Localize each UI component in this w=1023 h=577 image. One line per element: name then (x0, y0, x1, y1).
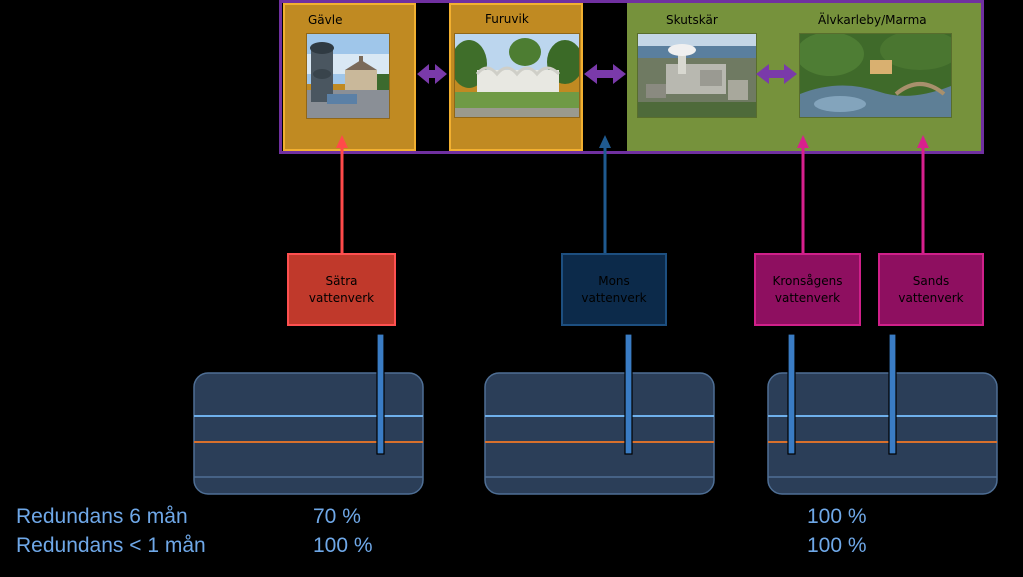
gavle-photo-image (307, 34, 389, 118)
aquifer-2 (484, 372, 715, 495)
plant-sands-name: Sands (912, 273, 950, 288)
well-kronsagen (787, 333, 796, 455)
plant-satra-name: Sätra (325, 273, 358, 288)
furuvik-photo (454, 33, 580, 118)
redundancy-6-months-group-3: 100 % (807, 505, 867, 528)
furuvik-photo-image (455, 34, 579, 117)
skutskar-title: Skutskär (666, 13, 718, 27)
skutskar-photo (637, 33, 757, 118)
plant-kronsagen-type: vattenverk (774, 290, 841, 305)
redundancy-6-months-label: Redundans 6 mån (16, 505, 188, 528)
supply-arrow-kronsagen (797, 135, 809, 253)
well-mons (624, 333, 633, 455)
alvkarleby-photo (799, 33, 952, 118)
aquifer-3 (767, 372, 998, 495)
plant-mons-type: vattenverk (581, 290, 647, 305)
connection-arrow-gavle-furuvik (417, 64, 447, 84)
region-frame (279, 0, 984, 154)
plant-sands-type: vattenverk (898, 290, 964, 305)
plant-mons: Mons vattenverk (561, 253, 667, 326)
aquifer-1 (193, 372, 424, 495)
supply-arrow-mons (599, 135, 611, 253)
connection-arrow-furuvik-skutskar (584, 64, 626, 84)
well-sands (888, 333, 897, 455)
redundancy-1-month-label: Redundans < 1 mån (16, 534, 206, 557)
supply-arrow-satra (336, 135, 348, 253)
alvkarleby-title: Älvkarleby/Marma (818, 13, 927, 27)
plant-mons-name: Mons (598, 273, 630, 288)
alvkarleby-photo-image (800, 34, 951, 117)
plant-satra: Sätra vattenverk (287, 253, 396, 326)
plant-sands: Sands vattenverk (878, 253, 984, 326)
supply-arrow-sands (917, 135, 929, 253)
gavle-photo (306, 33, 390, 119)
skutskar-photo-image (638, 34, 756, 117)
redundancy-1-month-group-3: 100 % (807, 534, 867, 557)
redundancy-1-month-group-1: 100 % (313, 534, 373, 557)
plant-satra-type: vattenverk (308, 290, 375, 305)
gavle-title: Gävle (308, 13, 343, 27)
redundancy-6-months-group-1: 70 % (313, 505, 361, 528)
gavle-panel (283, 3, 416, 151)
plant-kronsagen: Kronsågens vattenverk (754, 253, 861, 326)
furuvik-title: Furuvik (485, 12, 529, 26)
well-satra (376, 333, 385, 455)
plant-kronsagen-name: Kronsågens (772, 273, 843, 288)
connection-arrow-skutskar-alvkarleby (756, 64, 797, 84)
